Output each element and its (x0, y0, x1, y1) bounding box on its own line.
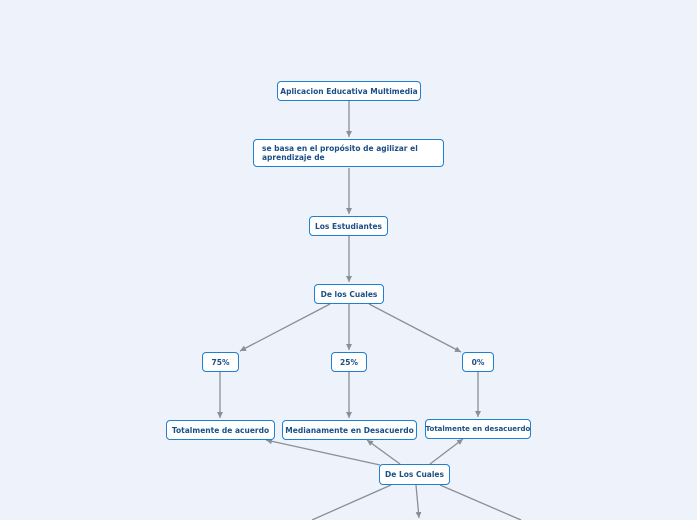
node-of-which-2[interactable]: De Los Cuales (379, 464, 450, 485)
node-medium-disagree[interactable]: Medianamente en Desacuerdo (282, 420, 417, 440)
edge-ofwhich2-down-left (311, 484, 392, 520)
edge-ofwhich2-mid (366, 439, 401, 465)
edge-ofwhich2-down-right (439, 484, 522, 520)
edge-ofwhich2-down (415, 484, 422, 519)
node-totally-disagree[interactable]: Totalmente en desacuerdo (425, 419, 531, 439)
node-0-percent[interactable]: 0% (462, 352, 494, 372)
edge-ofwhich2-total (429, 438, 464, 465)
node-25-percent[interactable]: 25% (331, 352, 367, 372)
node-app-title[interactable]: Aplicacion Educativa Multimedia (277, 81, 421, 101)
edge-ofwhich-75 (239, 303, 331, 352)
node-75-percent[interactable]: 75% (202, 352, 239, 372)
node-of-which-1[interactable]: De los Cuales (314, 284, 384, 304)
node-totally-agree[interactable]: Totalmente de acuerdo (166, 420, 275, 440)
node-purpose[interactable]: se basa en el propósito de agilizar el a… (253, 139, 444, 167)
node-students[interactable]: Los Estudiantes (309, 216, 388, 236)
edge-ofwhich2-agree (265, 438, 381, 466)
edge-ofwhich-0 (368, 303, 462, 353)
